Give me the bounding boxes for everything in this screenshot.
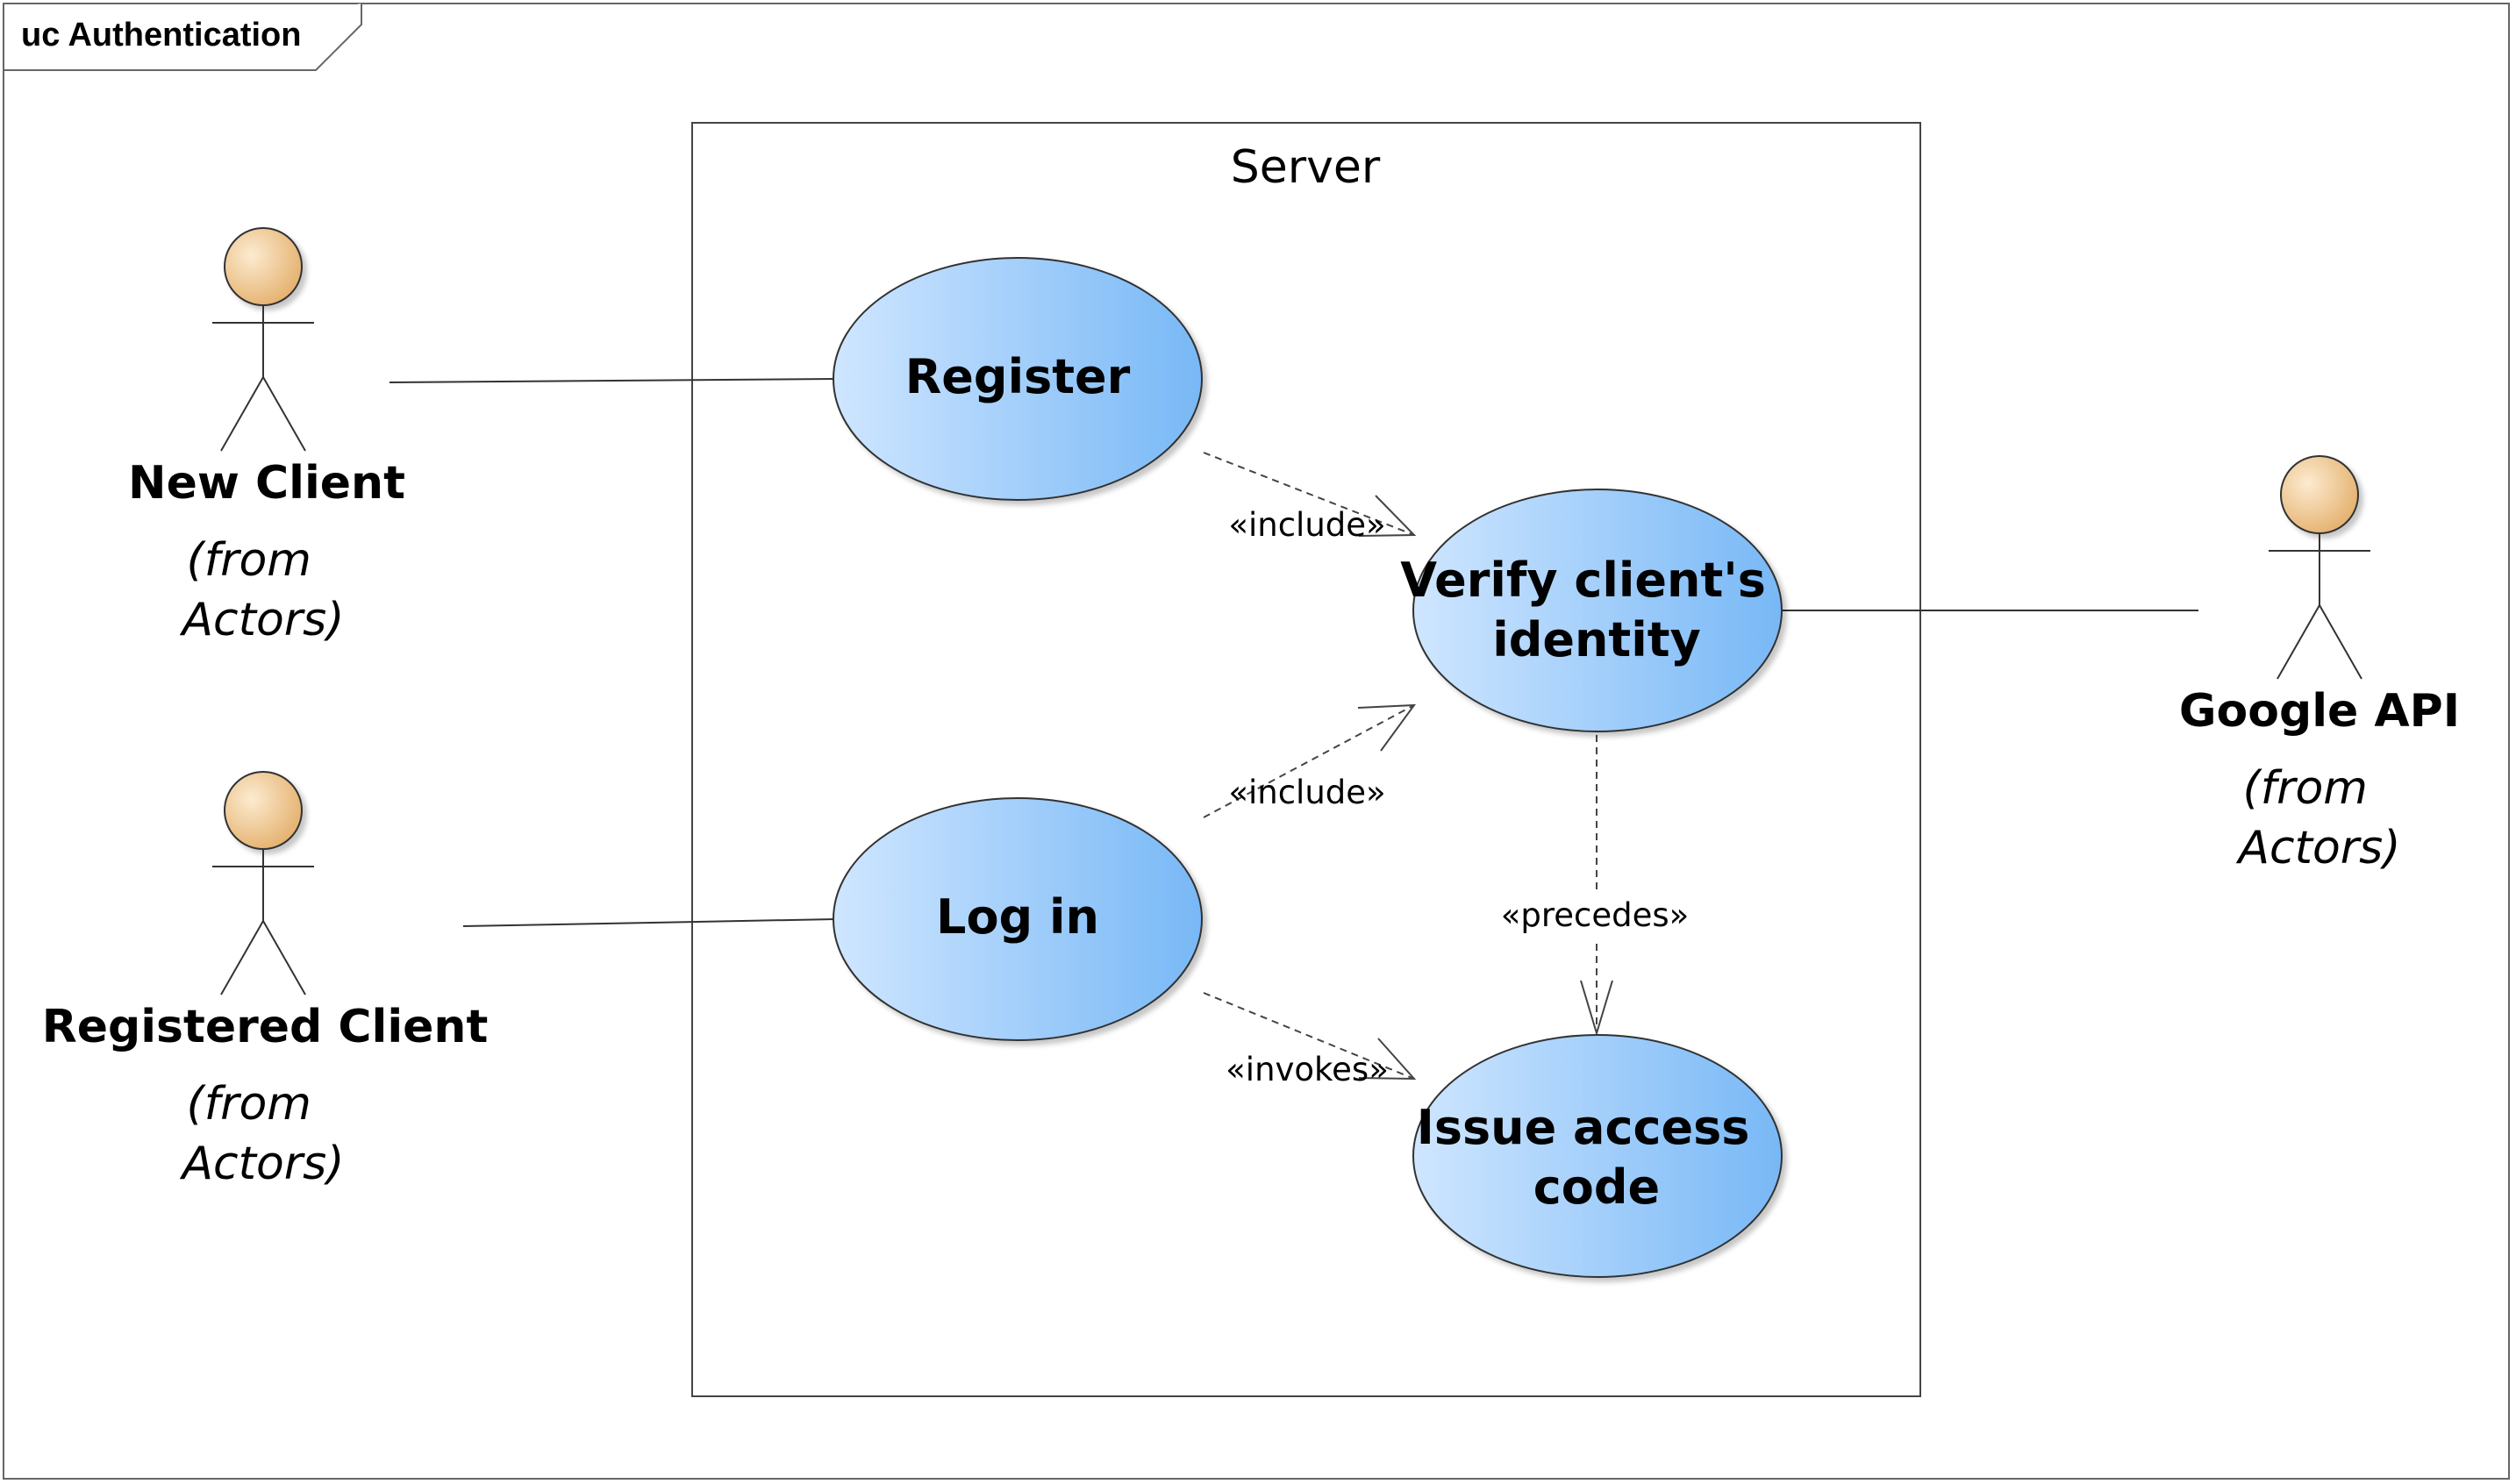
precedes-verify-issue-label: «precedes» <box>1501 896 1690 934</box>
invokes-login-issue-line <box>1203 992 1415 1080</box>
precedes-verify-issue-arrowhead <box>1580 980 1613 1037</box>
actor-google-api-from: (from Actors) <box>2235 762 2400 874</box>
include-register-verify-line <box>1203 452 1415 536</box>
frame-title: uc Authentication <box>21 17 301 54</box>
use-case-log-in-label-line: Log in <box>936 889 1099 945</box>
use-case-verify-identity-label: Verify client's identity <box>1400 553 1783 667</box>
actor-google-api-figure <box>2269 455 2370 680</box>
actor-new-client-name: New Client <box>128 457 405 510</box>
use-case-verify-identity[interactable]: Verify client's identity <box>1400 489 1783 732</box>
include-login-verify-arrowhead <box>1357 703 1417 752</box>
actor-new-client-from: (from Actors) <box>179 534 344 646</box>
include-login-verify-label: «include» <box>1228 774 1385 811</box>
actor-google-api-from-line-2: Actors) <box>2235 822 2400 874</box>
invokes-login-issue-label: «invokes» <box>1226 1051 1389 1088</box>
actor-registered-client-from-line-2: Actors) <box>179 1138 344 1190</box>
actor-registered-client[interactable]: Registered Client (from Actors) <box>42 771 489 1190</box>
use-case-log-in-label: Log in <box>936 889 1099 945</box>
invokes-login-issue-arrowhead <box>1358 1038 1417 1081</box>
actor-google-api-from-line-1: (from <box>2243 762 2368 815</box>
use-case-log-in[interactable]: Log in <box>833 797 1203 1041</box>
actor-new-client-from-line-1: (from <box>187 534 311 587</box>
use-case-issue-access-code[interactable]: Issue access code <box>1412 1034 1783 1278</box>
actor-new-client-from-line-2: Actors) <box>179 594 344 646</box>
include-register-verify-arrowhead <box>1358 495 1417 537</box>
use-case-register-label-line: Register <box>905 349 1131 404</box>
include-login-verify-line <box>1203 704 1415 818</box>
use-case-issue-access-code-label: Issue access code <box>1417 1100 1766 1215</box>
use-case-issue-access-code-label-line-1: Issue access <box>1417 1100 1750 1155</box>
actor-registered-client-figure <box>212 771 314 995</box>
actor-google-api-name: Google API <box>2179 685 2460 738</box>
association-new-client-register <box>389 378 836 383</box>
use-case-register[interactable]: Register <box>833 257 1203 501</box>
actor-registered-client-from: (from Actors) <box>179 1078 344 1190</box>
use-case-verify-identity-label-line-1: Verify client's <box>1400 553 1766 608</box>
actor-new-client[interactable]: New Client (from Actors) <box>128 227 405 646</box>
dependencies: «include» «include» «invokes» «precedes» <box>1203 452 1693 1088</box>
include-register-verify-label: «include» <box>1228 506 1385 544</box>
use-case-register-label: Register <box>905 349 1131 404</box>
actor-registered-client-name: Registered Client <box>42 1001 489 1053</box>
use-case-verify-identity-label-line-2: identity <box>1492 612 1701 667</box>
actor-new-client-figure <box>212 227 314 452</box>
actor-registered-client-from-line-1: (from <box>187 1078 311 1131</box>
association-registered-client-login <box>462 918 836 927</box>
use-case-issue-access-code-label-line-2: code <box>1533 1159 1660 1215</box>
associations <box>389 378 2198 927</box>
boundary-title: Server <box>1231 141 1381 194</box>
diagram-frame: uc Authentication <box>3 3 2510 1480</box>
actor-google-api[interactable]: Google API (from Actors) <box>2179 455 2460 874</box>
